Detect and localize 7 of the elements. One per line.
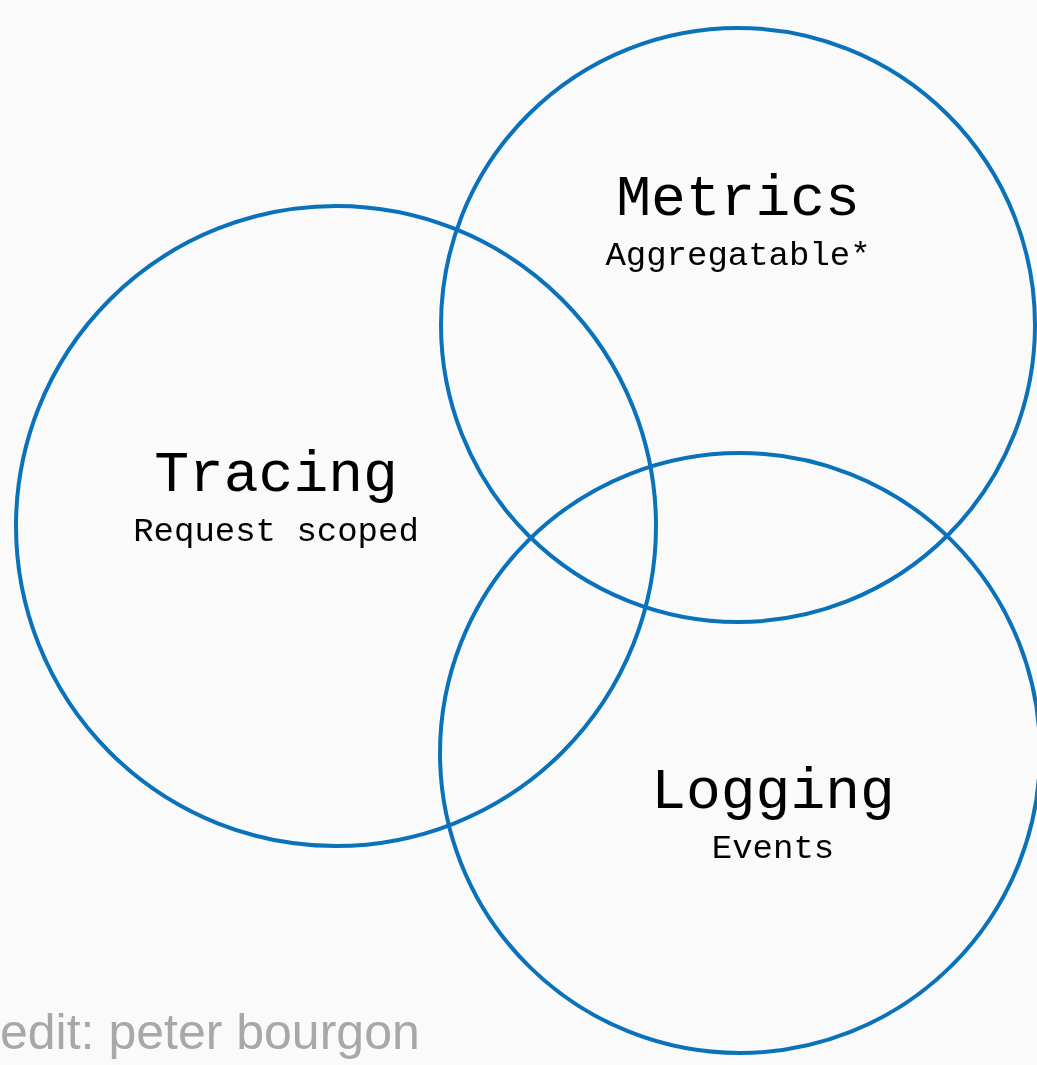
circle-subtitle: Request scoped xyxy=(133,512,419,553)
circle-title: Metrics xyxy=(616,168,860,232)
circle-subtitle: Aggregatable* xyxy=(605,236,871,277)
circle-title: Logging xyxy=(651,761,895,825)
circle-subtitle: Events xyxy=(711,829,835,870)
credit-text: edit: peter bourgon xyxy=(0,1003,420,1062)
circle-title: Tracing xyxy=(154,444,398,508)
